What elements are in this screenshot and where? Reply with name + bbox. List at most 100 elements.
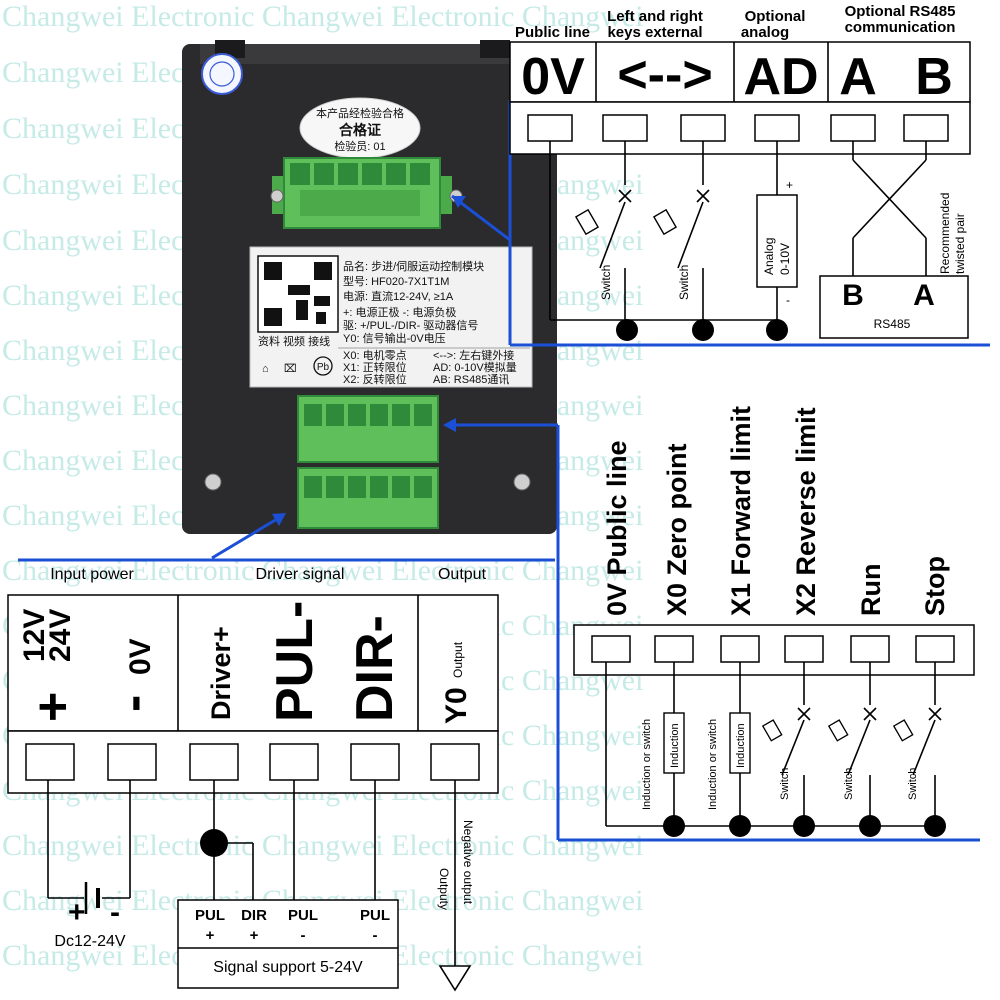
junction-dot: [859, 815, 881, 837]
device-top-edge: [200, 44, 540, 64]
junction-dot: [616, 319, 638, 341]
terminal-x-icon: [928, 707, 942, 721]
label-legend-drive: 驱: +/PUL-/DIR- 驱动器信号: [343, 319, 478, 332]
switch-lever: [599, 201, 626, 269]
switch-lever: [781, 719, 805, 776]
label-icons-text: 资料 视频 接线: [258, 334, 330, 348]
header-analog-line1: Optional: [745, 8, 806, 25]
label-legend-lr: <-->: 左右键外接: [433, 348, 514, 362]
terminal-screw: [720, 635, 760, 663]
terminal-screw: [915, 635, 955, 663]
switch-lever: [847, 719, 871, 776]
arrowhead-icon: [443, 418, 456, 432]
switch-actuator-icon: [574, 208, 600, 236]
label-legend-x0: X0: 电机零点: [343, 348, 407, 362]
right-panel: 0V Public line X0 Zero point X1 Forward …: [573, 406, 975, 837]
top-terminal-connector: [270, 157, 463, 229]
watermark-row: Changwei Electronic Changwei Electronic …: [2, 0, 643, 33]
analog-box-label: Analog: [762, 238, 776, 275]
connector-wire-entry: [300, 190, 420, 216]
y0-label: Y0: [440, 687, 473, 724]
terminal-screw: [430, 743, 480, 781]
junction-dot: [729, 815, 751, 837]
label-legend-y0: Y0: 信号输出-0V电压: [343, 331, 446, 345]
label-model: 型号: HF020-7X1T1M: [343, 274, 449, 288]
box-pul-minus-label: PUL: [288, 907, 318, 924]
switch-label: Switch: [599, 265, 613, 300]
top-panel: Public line Left and right keys external…: [509, 3, 971, 341]
analog-plus-sign: +: [786, 178, 793, 192]
inspection-seal-icon: [201, 53, 243, 95]
terminal-screw: [107, 743, 157, 781]
header-output: Output: [438, 566, 487, 583]
battery-minus: -: [110, 896, 120, 929]
terminal-a: A: [839, 48, 877, 106]
connector-screw-slot: [348, 476, 366, 498]
certificate-inspector: 检验员: 01: [334, 139, 385, 153]
lead-free-text: Pb: [317, 362, 330, 373]
terminal-block-right: [573, 624, 975, 676]
qr-module: [314, 296, 330, 306]
switch-lever: [677, 201, 704, 269]
twisted-pair-label-2: twisted pair: [953, 213, 967, 274]
power-minus-label: -: [104, 695, 162, 712]
arrow-to-lower-connector: [211, 514, 283, 560]
terminal-screw: [680, 114, 726, 142]
junction-dot: [793, 815, 815, 837]
output-note-1: Outputy: [437, 868, 451, 910]
header-rs485-line2: communication: [845, 19, 956, 36]
induction-label-1: Induction or switch: [641, 719, 653, 810]
connector-screw-slot: [410, 163, 430, 185]
box-dir-plus-label: DIR: [241, 907, 267, 924]
terminal-screw: [754, 114, 800, 142]
qr-module: [288, 285, 310, 295]
connector-screw-slot: [326, 476, 344, 498]
terminal-b: B: [915, 48, 953, 106]
connector-screw-slot: [370, 476, 388, 498]
connector-screw-slot: [290, 163, 310, 185]
rs485-device-box: [819, 275, 969, 339]
inspection-seal-ring: [209, 61, 235, 87]
terminal-label-strip: [509, 41, 971, 103]
connector-screw-slot: [338, 163, 358, 185]
input-label-run: Run: [856, 564, 886, 616]
header-keys-line1: Left and right: [607, 8, 703, 25]
terminal-0v: 0V: [521, 48, 585, 106]
connector-screw-slot: [304, 476, 322, 498]
switch-actuator-icon: [892, 719, 914, 742]
screw-icon: [513, 473, 531, 491]
terminal-block-top: [509, 101, 971, 155]
arrowhead-icon: [272, 513, 286, 526]
certificate-title: 合格证: [339, 122, 381, 138]
qr-module: [296, 300, 308, 320]
connector-screw-slot: [414, 476, 432, 498]
rs485-terminal-b: B: [842, 279, 864, 312]
terminal-screw: [189, 743, 239, 781]
arrowhead-icon: [452, 196, 466, 208]
bottom-panel: Input power Driver signal Output + 12V 2…: [7, 566, 499, 992]
analog-source-box: [756, 194, 798, 288]
connector-screw-slot: [304, 404, 322, 426]
power-0v-label: 0V: [124, 638, 157, 675]
switch-label: Switch: [843, 768, 855, 800]
box-plus-sign: +: [250, 927, 259, 944]
pul-minus-label: PUL-: [266, 601, 324, 722]
ground-symbol-icon: [438, 965, 472, 992]
junction-dot: [766, 319, 788, 341]
terminal-screw: [850, 635, 890, 663]
connector-screw-slot: [326, 404, 344, 426]
analog-range-label: 0-10V: [778, 243, 792, 275]
terminal-x-icon: [863, 707, 877, 721]
switch-label: Switch: [779, 768, 791, 800]
terminal-screw: [830, 114, 876, 142]
switch-lever: [912, 719, 936, 776]
label-legend-plus: +: 电源正极 -: 电源负极: [343, 305, 456, 319]
junction-dot: [692, 319, 714, 341]
rs485-device-label: RS485: [874, 317, 911, 331]
connector-screw-slot: [362, 163, 382, 185]
terminal-screw: [654, 635, 694, 663]
header-rs485-line1: Optional RS485: [845, 3, 956, 20]
twisted-pair-icon: [852, 159, 927, 239]
driver-signal-box: [177, 899, 399, 989]
